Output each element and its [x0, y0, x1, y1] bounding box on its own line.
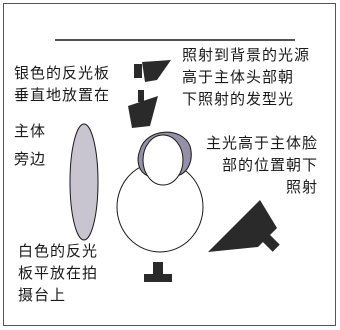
key-light-lamp: [208, 200, 280, 252]
label-line: 照射: [285, 178, 318, 196]
subject-face: [142, 134, 184, 186]
label-line: 银色的反光板: [14, 64, 111, 82]
label-line: 主光高于主体脸: [205, 134, 318, 152]
reflector-stand: [144, 262, 172, 282]
hair-light-lamp: [128, 90, 158, 128]
label-line: 照射到背景的光源: [182, 46, 311, 64]
diagram-frame: [3, 3, 336, 326]
label-line: 白色的反光: [18, 242, 99, 260]
silver-reflector: [69, 123, 99, 241]
label-silver-reflector: 银色的反光板 垂直地放置在: [14, 62, 110, 106]
label-line: 板平放在拍: [18, 264, 99, 282]
label-white-reflector: 白色的反光 板平放在拍 摄台上: [18, 240, 98, 306]
label-line: 部的位置朝下: [221, 156, 318, 174]
label-beside: 旁边: [14, 150, 47, 168]
label-line: 垂直地放置在: [14, 86, 111, 104]
label-hair-light: 照射到背景的光源 高于主体头部朝 下照射的发型光: [182, 44, 310, 110]
label-line: 摄台上: [18, 286, 67, 304]
label-subject: 主体: [14, 122, 47, 140]
label-line: 高于主体头部朝: [182, 68, 295, 86]
background-lamp: [134, 60, 171, 82]
label-line: 下照射的发型光: [182, 90, 295, 108]
label-key-light: 主光高于主体脸 部的位置朝下 照射: [200, 132, 318, 198]
